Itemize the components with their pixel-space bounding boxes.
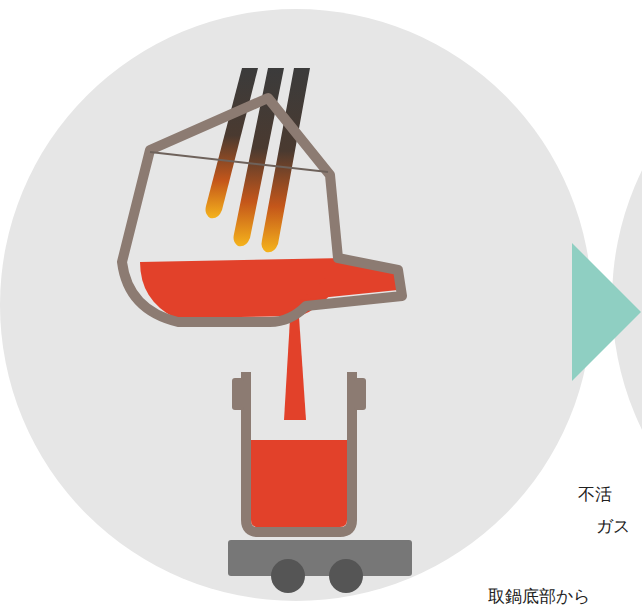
cart-wheel bbox=[271, 559, 305, 593]
flow-arrow bbox=[572, 243, 641, 381]
furnace-roof-line bbox=[150, 152, 328, 172]
ladle-ear bbox=[232, 378, 244, 410]
ladle-cart bbox=[228, 540, 412, 576]
ladle-ear bbox=[354, 378, 366, 410]
cart-wheel bbox=[329, 559, 363, 593]
note-label: 取鍋底部から bbox=[488, 586, 590, 606]
ladle-metal bbox=[251, 440, 347, 527]
note-label: 不活 bbox=[578, 484, 612, 504]
furnace-shell bbox=[122, 98, 402, 322]
background-circle bbox=[0, 9, 592, 601]
ladle-wall bbox=[246, 372, 352, 532]
note-label: ガス bbox=[596, 516, 630, 536]
